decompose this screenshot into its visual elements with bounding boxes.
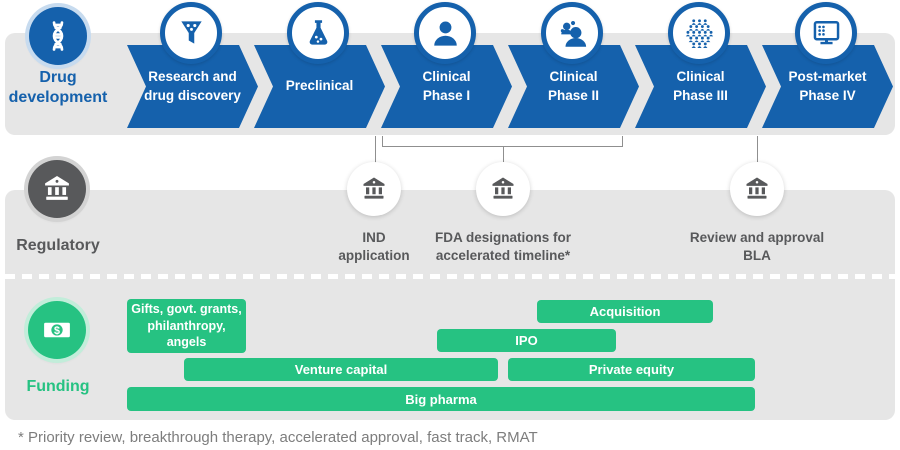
funding-bar-venture-capital: Venture capital <box>184 358 498 381</box>
regulatory-label: Regulatory <box>16 237 100 254</box>
dashed-separator <box>5 274 895 279</box>
funding-label: Funding <box>26 378 90 395</box>
phase-label-line: Phase III <box>673 87 728 103</box>
funding-bar-private-equity: Private equity <box>508 358 755 381</box>
phase-label-line: Preclinical <box>285 78 354 94</box>
flask-icon <box>287 2 349 64</box>
connector-bracket-left-stub <box>382 136 383 147</box>
milestone-ind-application: IND application <box>314 229 434 264</box>
phase-label-line: drug discovery <box>144 87 241 103</box>
phase-label-line: Phase II <box>547 87 600 103</box>
connector-bracket-horizontal <box>382 146 623 147</box>
phase-label-line: Phase IV <box>799 87 856 103</box>
milestone-fda-designations: FDA designations for accelerated timelin… <box>408 229 598 264</box>
drug-development-label-line2: development <box>8 88 108 106</box>
funding-bar-line: philanthropy, <box>147 318 226 333</box>
crowd-icon <box>668 2 730 64</box>
phase-label-line: Research and <box>148 69 237 85</box>
bank-icon <box>476 162 530 216</box>
bank-icon <box>28 160 86 218</box>
people-icon <box>541 2 603 64</box>
milestone-label-line: BLA <box>743 247 771 263</box>
funding-bar-line: Gifts, govt. grants, <box>131 301 242 316</box>
bank-icon <box>730 162 784 216</box>
phase-label-line: Clinical <box>676 69 725 85</box>
bank-icon <box>347 162 401 216</box>
milestone-label-line: Review and approval <box>689 230 825 245</box>
connector-bracket-right-stub <box>622 136 623 147</box>
milestone-label-line: IND <box>362 230 386 245</box>
funding-bar-gifts-grants: Gifts, govt. grants, philanthropy, angel… <box>127 299 246 353</box>
phase-label-line: Post-market <box>788 69 867 85</box>
phase-label-line: Clinical <box>422 69 471 85</box>
monitor-icon <box>795 2 857 64</box>
person-icon <box>414 2 476 64</box>
drug-development-label: Drug development <box>7 68 109 107</box>
money-icon: $ <box>28 301 86 359</box>
funnel-icon <box>160 2 222 64</box>
phase-label-line: Clinical <box>549 69 598 85</box>
phase-label-line: Phase I <box>422 87 471 103</box>
phase-chevron-preclinical: Preclinical <box>254 45 385 128</box>
connector-fda-drop <box>503 146 504 163</box>
milestone-label-line: application <box>338 247 410 263</box>
footnote: * Priority review, breakthrough therapy,… <box>18 429 538 446</box>
connector-ind-line <box>375 136 376 163</box>
milestone-label-line: FDA designations for <box>434 230 571 245</box>
svg-text:$: $ <box>54 325 60 337</box>
funding-bar-big-pharma: Big pharma <box>127 387 755 411</box>
milestone-label-line: accelerated timeline* <box>435 247 571 263</box>
milestone-review-approval-bla: Review and approval BLA <box>662 229 852 264</box>
drug-development-label-line1: Drug <box>39 69 77 86</box>
funding-bar-ipo: IPO <box>437 329 616 352</box>
funding-bar-line: angels <box>166 335 207 350</box>
funding-bar-acquisition: Acquisition <box>537 300 713 323</box>
connector-bla-line <box>757 136 758 163</box>
dna-icon <box>29 7 87 65</box>
